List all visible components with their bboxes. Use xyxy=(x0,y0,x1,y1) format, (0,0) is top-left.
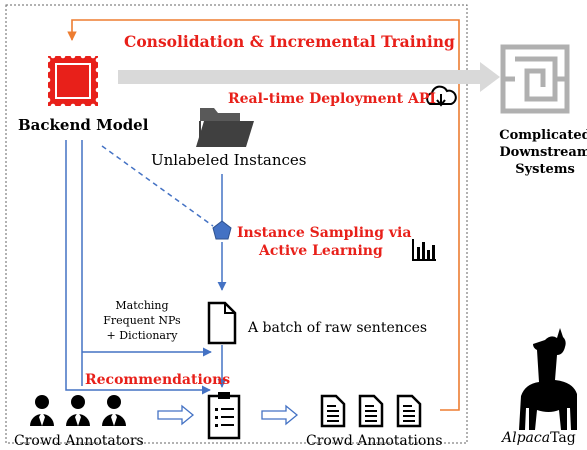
alpaca-logo xyxy=(519,328,577,430)
deployment-arrow xyxy=(118,62,500,92)
matching-label-1: Matching xyxy=(115,299,168,312)
folder-icon xyxy=(196,108,254,147)
sampler-pentagon xyxy=(212,220,232,240)
deploy-api-label: Real-time Deployment API xyxy=(228,91,436,107)
downstream-label-1: Complicated xyxy=(499,128,587,143)
downstream-label-2: Downstream xyxy=(499,145,587,160)
recommendations-label: Recommendations xyxy=(85,372,230,388)
matching-label-2: Frequent NPs xyxy=(103,314,181,327)
annotator-icons xyxy=(30,395,126,426)
sampling-label-1: Instance Sampling via xyxy=(237,225,411,241)
brand-prefix: Alpaca xyxy=(500,430,550,446)
system-boundary xyxy=(5,4,468,444)
brand-suffix: Tag xyxy=(550,430,576,446)
flow-model-to-sampling xyxy=(101,145,214,227)
batch-label: A batch of raw sentences xyxy=(247,320,427,336)
crowd-annotators-label: Crowd Annotators xyxy=(14,433,144,449)
sampling-label-2: Active Learning xyxy=(258,243,383,259)
cloud-download-icon xyxy=(426,85,457,107)
backend-model-icon xyxy=(45,53,101,109)
annotation-document-icons xyxy=(320,394,422,428)
flow-title: Consolidation & Incremental Training xyxy=(124,32,455,51)
hollow-arrow-1 xyxy=(157,404,195,426)
feedback-loop-arrow xyxy=(67,19,460,411)
maze-icon xyxy=(500,44,570,114)
brand-label: AlpacaTag xyxy=(500,430,576,446)
unlabeled-label: Unlabeled Instances xyxy=(151,151,306,169)
annotation-task-icon xyxy=(207,392,241,440)
backend-model-label: Backend Model xyxy=(18,116,149,134)
flow-recommendations-line xyxy=(65,140,211,395)
downstream-label-3: Systems xyxy=(515,162,575,177)
bar-chart-icon xyxy=(412,239,436,261)
hollow-arrow-2 xyxy=(261,404,299,426)
crowd-annotations-label: Crowd Annotations xyxy=(306,433,443,449)
raw-document-icon xyxy=(207,301,237,345)
matching-label-3: + Dictionary xyxy=(107,329,179,342)
